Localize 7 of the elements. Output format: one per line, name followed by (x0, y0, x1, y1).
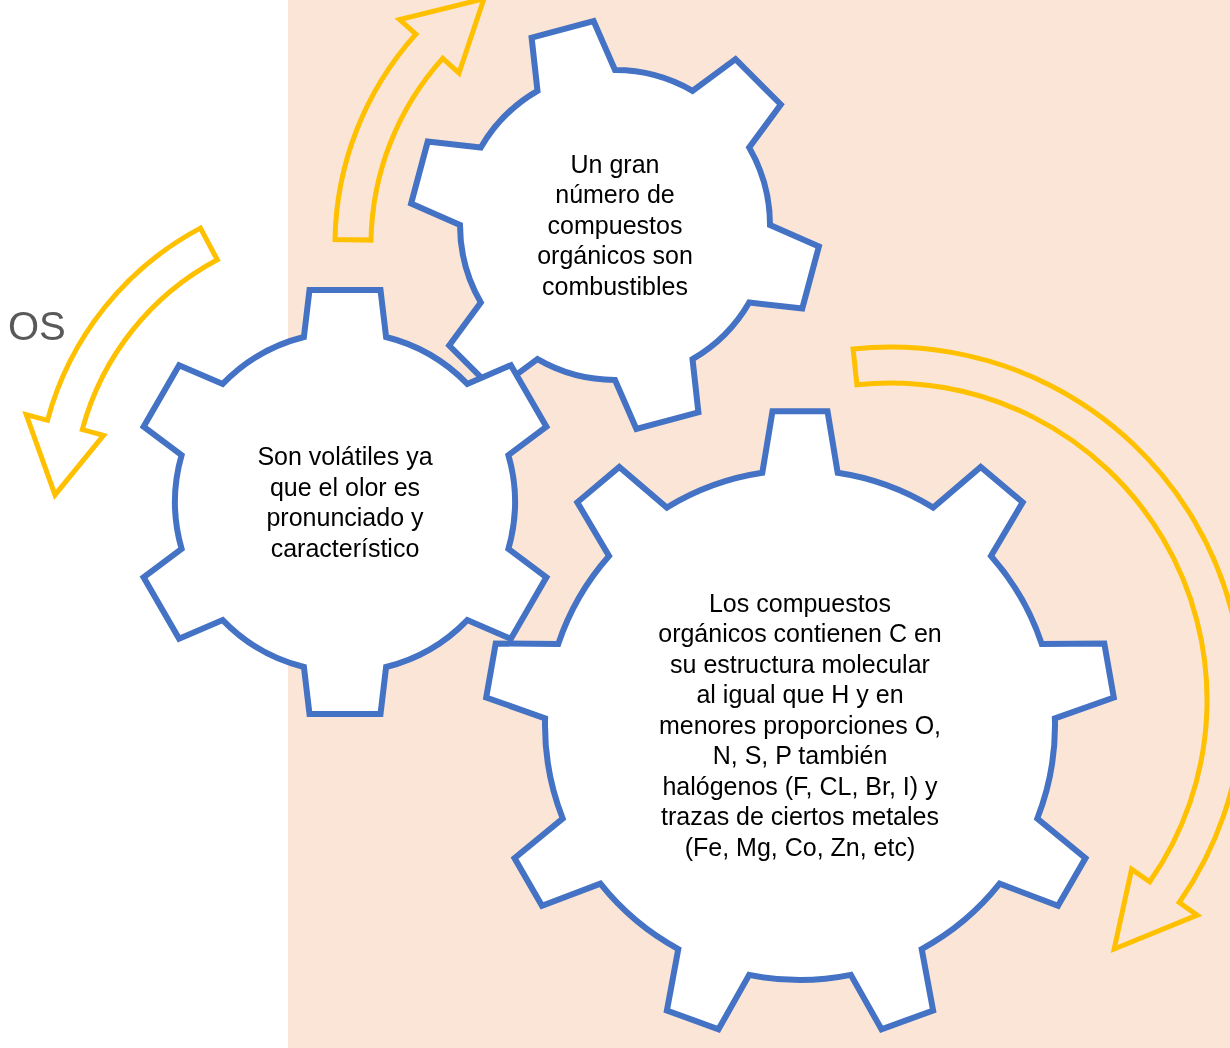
curved-arrow (23, 225, 220, 498)
curved-arrow (332, 0, 487, 243)
curved-arrow (850, 344, 1230, 952)
gear-text: Los compuestos orgánicos contienen C en su estructura molecular al igual que H y en menores proporciones O, N, S, P también halógenos (F, CL, Br, I) y trazas de ciertos metales (Fe, Mg, Co, Zn, etc) (657, 587, 943, 863)
gear-text: Un gran número de compuestos orgánicos son combustibles (536, 148, 694, 302)
partial-title-text: OS (8, 304, 66, 349)
gear-text: Son volátiles ya que el olor es pronunciado y característico (256, 441, 434, 563)
